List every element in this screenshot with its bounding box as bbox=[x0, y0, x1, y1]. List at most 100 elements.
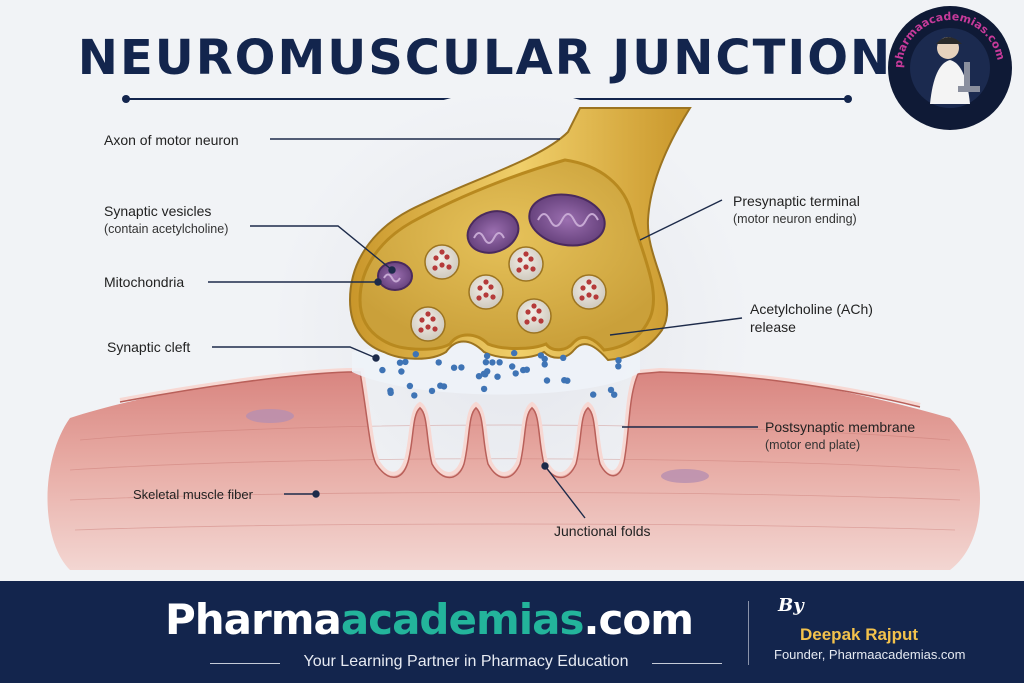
brand-wordmark[interactable]: Pharmaacademias.com bbox=[165, 595, 694, 644]
ach-molecule bbox=[402, 358, 409, 366]
ach-molecule bbox=[560, 354, 567, 361]
muscle-nucleus bbox=[661, 469, 709, 483]
postsynaptic-membrane bbox=[119, 367, 921, 476]
vesicle-content bbox=[476, 295, 482, 301]
vesicle-content bbox=[425, 324, 431, 330]
label-synaptic-vesicles-sub: (contain acetylcholine) bbox=[104, 222, 229, 236]
label-synaptic-cleft: Synaptic cleft bbox=[107, 339, 191, 355]
vesicle-content bbox=[439, 249, 445, 255]
ach-molecule bbox=[437, 382, 444, 389]
vesicle-content bbox=[538, 318, 544, 324]
vesicle-content bbox=[433, 255, 439, 261]
ach-molecule bbox=[411, 392, 418, 399]
label-junctional-folds: Junctional folds bbox=[554, 523, 651, 539]
vesicle bbox=[468, 274, 504, 310]
vesicle-content bbox=[432, 265, 438, 271]
ach-molecule bbox=[543, 377, 551, 384]
vesicle-content bbox=[530, 266, 536, 272]
ach-molecule bbox=[523, 366, 530, 373]
mitochondria bbox=[377, 193, 606, 291]
vesicle bbox=[424, 244, 460, 280]
vesicle-content bbox=[523, 251, 529, 257]
ach-molecule bbox=[475, 373, 483, 380]
ach-molecule bbox=[561, 377, 568, 384]
ach-molecule bbox=[509, 363, 516, 370]
ach-molecule bbox=[428, 387, 436, 395]
ach-molecule bbox=[496, 359, 503, 366]
vesicle bbox=[516, 298, 552, 334]
vesicle-content bbox=[483, 292, 489, 298]
ach-molecule bbox=[615, 357, 622, 364]
vesicle-content bbox=[523, 264, 529, 270]
ach-molecule bbox=[482, 359, 490, 366]
acetylcholine-molecules bbox=[379, 349, 622, 399]
ach-molecule bbox=[607, 386, 615, 394]
label-postsynaptic-sub: (motor end plate) bbox=[765, 438, 861, 452]
vesicle-content bbox=[419, 317, 425, 323]
vesicle-content bbox=[488, 284, 494, 290]
vesicle-content bbox=[477, 285, 483, 291]
label-synaptic-vesicles: Synaptic vesicles (contain acetylcholine… bbox=[104, 202, 228, 238]
vesicle-content bbox=[439, 262, 445, 268]
muscle-striations bbox=[69, 424, 961, 531]
vesicle bbox=[571, 274, 607, 310]
ach-molecule bbox=[387, 389, 394, 396]
vesicle-content bbox=[525, 309, 531, 315]
vesicle-content bbox=[516, 267, 522, 273]
brand-part-com: .com bbox=[583, 595, 693, 644]
label-postsynaptic-membrane: Postsynaptic membrane (motor end plate) bbox=[765, 418, 915, 454]
ach-molecule bbox=[541, 361, 548, 368]
vesicle-content bbox=[579, 295, 585, 301]
brand-part-pharma: Pharma bbox=[165, 595, 342, 644]
vesicle-content bbox=[531, 316, 537, 322]
vesicle-content bbox=[591, 284, 597, 290]
label-ach-title: Acetylcholine (ACh) bbox=[750, 301, 873, 317]
vesicle-content bbox=[444, 254, 450, 260]
label-presynaptic-terminal: Presynaptic terminal (motor neuron endin… bbox=[733, 192, 860, 228]
vesicle bbox=[410, 306, 446, 342]
author-role: Founder, Pharmaacademias.com bbox=[774, 647, 966, 662]
vesicle-content bbox=[432, 326, 438, 332]
ach-molecule bbox=[398, 368, 405, 375]
page-title: NEUROMUSCULAR JUNCTION bbox=[77, 30, 893, 86]
footer-banner: Pharmaacademias.com Your Learning Partne… bbox=[0, 581, 1024, 683]
vesicle-content bbox=[446, 264, 452, 270]
vesicle-content bbox=[425, 311, 431, 317]
label-ach-release: Acetylcholine (ACh) release bbox=[750, 300, 873, 336]
ach-molecule bbox=[435, 359, 442, 366]
vesicle-content bbox=[418, 327, 424, 333]
ach-molecule bbox=[412, 351, 419, 358]
vesicle-content bbox=[536, 308, 542, 314]
label-presynaptic-sub: (motor neuron ending) bbox=[733, 212, 857, 226]
ach-molecule bbox=[511, 349, 518, 357]
vesicle bbox=[508, 246, 544, 282]
neuromuscular-junction-illustration bbox=[47, 90, 980, 570]
ach-molecule bbox=[494, 373, 501, 380]
ach-molecule bbox=[512, 370, 519, 377]
vesicle-content bbox=[593, 294, 599, 300]
ach-molecule bbox=[458, 364, 465, 371]
ach-molecule bbox=[450, 364, 458, 371]
ach-molecule bbox=[489, 359, 496, 366]
label-ach-sub: release bbox=[750, 319, 796, 335]
vesicle-content bbox=[528, 256, 534, 262]
leader-lines bbox=[208, 138, 758, 519]
ach-molecule bbox=[615, 363, 622, 370]
vesicle-content bbox=[586, 292, 592, 298]
tagline: Your Learning Partner in Pharmacy Educat… bbox=[210, 653, 722, 671]
ach-molecule bbox=[483, 352, 491, 360]
label-synaptic-vesicles-title: Synaptic vesicles bbox=[104, 203, 212, 219]
ach-molecule bbox=[484, 368, 491, 375]
vesicle-content bbox=[586, 279, 592, 285]
by-label: By bbox=[778, 595, 804, 616]
vesicle-content bbox=[430, 316, 436, 322]
ach-molecule bbox=[541, 355, 548, 363]
synaptic-vesicles bbox=[410, 244, 607, 342]
label-skeletal-muscle-fiber: Skeletal muscle fiber bbox=[133, 487, 253, 502]
ach-molecule bbox=[406, 382, 414, 390]
vesicle-content bbox=[517, 257, 523, 263]
ach-molecule bbox=[379, 366, 386, 374]
author-name: Deepak Rajput bbox=[800, 625, 919, 644]
ach-molecule bbox=[590, 391, 597, 398]
vesicle-content bbox=[531, 303, 537, 309]
